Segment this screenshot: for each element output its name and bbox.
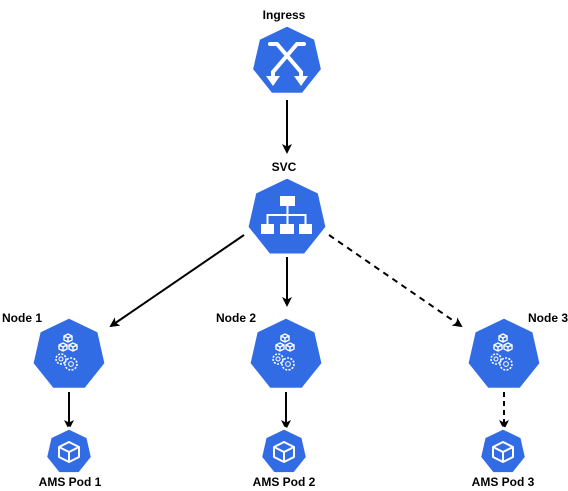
cube-glyph xyxy=(503,342,513,352)
cube-glyph xyxy=(58,441,80,463)
pod3-label: AMS Pod 3 xyxy=(472,475,535,489)
ingress-icon[interactable] xyxy=(250,23,324,96)
cube-glyph xyxy=(275,342,285,352)
node-heptagon xyxy=(465,315,543,391)
node3-label: Node 3 xyxy=(528,311,568,325)
node-icon[interactable] xyxy=(30,315,108,391)
cube-glyph xyxy=(280,333,290,343)
edge-svc-node3 xyxy=(328,234,463,328)
ingress-glyph xyxy=(268,42,306,80)
gear-glyph xyxy=(490,353,502,365)
cube-glyph xyxy=(68,342,78,352)
pod-icon[interactable] xyxy=(478,426,528,476)
gear-glyph xyxy=(64,357,78,371)
cube-glyph xyxy=(273,441,295,463)
gear-hub xyxy=(275,356,281,362)
cube-glyph xyxy=(493,342,503,352)
pod-heptagon xyxy=(259,426,309,476)
pod2-label: AMS Pod 2 xyxy=(253,475,316,489)
gear-hub xyxy=(503,361,509,367)
node-icon[interactable] xyxy=(465,315,543,391)
gear-glyph xyxy=(281,357,295,371)
cube-glyph xyxy=(498,333,508,343)
pod-heptagon xyxy=(44,426,94,476)
cube-glyph xyxy=(63,333,73,343)
ingress-arrow-right xyxy=(294,76,308,86)
gear-glyph xyxy=(55,353,67,365)
ingress-heptagon xyxy=(250,23,324,96)
node-heptagon xyxy=(30,315,108,391)
edge-svc-node1 xyxy=(109,234,245,328)
gear-glyph xyxy=(499,357,513,371)
pod-heptagon xyxy=(478,426,528,476)
gear-hub xyxy=(68,361,74,367)
svc-glyph xyxy=(261,196,312,234)
service-icon[interactable] xyxy=(245,175,329,257)
pod1-label: AMS Pod 1 xyxy=(39,475,102,489)
node2-label: Node 2 xyxy=(216,311,256,325)
node-heptagon xyxy=(247,315,325,391)
gear-hub xyxy=(285,361,291,367)
node-icon[interactable] xyxy=(247,315,325,391)
gear-hub xyxy=(58,356,64,362)
pod-icon[interactable] xyxy=(259,426,309,476)
gear-hub xyxy=(493,356,499,362)
ingress-label: Ingress xyxy=(263,8,306,22)
cube-glyph xyxy=(58,342,68,352)
edges xyxy=(64,100,509,430)
ingress-arrow-left xyxy=(266,76,280,86)
pod-icon[interactable] xyxy=(44,426,94,476)
gear-glyph xyxy=(272,353,284,365)
svc-label: SVC xyxy=(272,160,297,174)
cube-glyph xyxy=(285,342,295,352)
node1-label: Node 1 xyxy=(2,311,42,325)
cube-glyph xyxy=(492,441,514,463)
